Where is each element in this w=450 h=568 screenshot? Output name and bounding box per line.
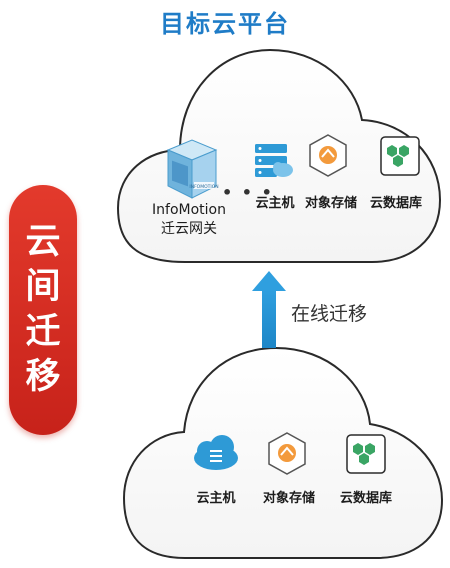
database-icon bbox=[380, 136, 420, 176]
gateway-label: InfoMotion 迁云网关 bbox=[152, 201, 226, 239]
top-service-label-host: 云主机 bbox=[255, 196, 295, 211]
side-char-1: 云 bbox=[25, 222, 61, 262]
top-service-label-database: 云数据库 bbox=[369, 196, 423, 211]
ellipsis: • • • bbox=[222, 183, 274, 202]
server-icon bbox=[255, 144, 293, 177]
object-storage-icon bbox=[309, 134, 347, 177]
gateway-subtitle: 迁云网关 bbox=[161, 221, 217, 237]
gateway-box-text: INFOMOTION bbox=[189, 184, 218, 190]
gateway-box-icon: INFOMOTION bbox=[166, 139, 219, 199]
cloud-migration-badge: 云 间 迁 移 bbox=[9, 185, 77, 435]
bottom-service-label-host: 云主机 bbox=[196, 491, 236, 506]
top-service-label-storage: 对象存储 bbox=[304, 196, 358, 211]
bottom-service-label-storage: 对象存储 bbox=[262, 491, 316, 506]
side-char-4: 移 bbox=[25, 357, 61, 397]
bottom-service-label-database: 云数据库 bbox=[339, 491, 393, 506]
database-icon-bottom bbox=[346, 434, 386, 474]
cloud-host-icon bbox=[194, 435, 238, 470]
page-title: 目标云平台 bbox=[160, 10, 290, 38]
migration-label: 在线迁移 bbox=[291, 303, 368, 325]
object-storage-icon-bottom bbox=[268, 432, 306, 475]
side-char-3: 迁 bbox=[25, 312, 61, 352]
migration-arrow bbox=[252, 271, 286, 348]
side-char-2: 间 bbox=[25, 267, 61, 307]
gateway-name: InfoMotion bbox=[152, 202, 226, 218]
